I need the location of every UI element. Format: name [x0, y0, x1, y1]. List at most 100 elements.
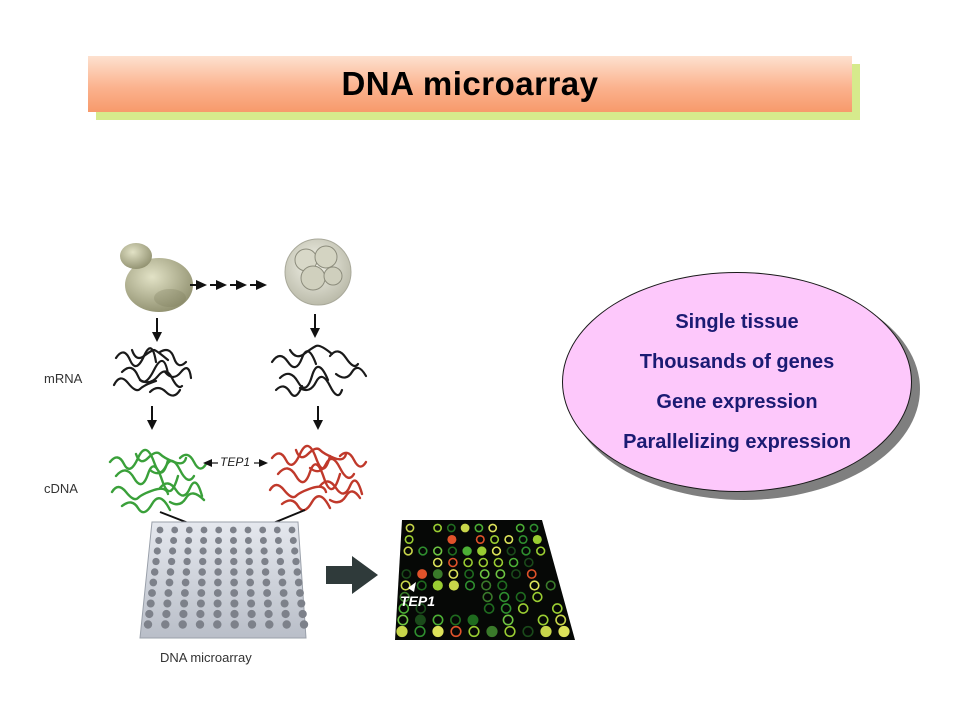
microarray-spot	[246, 568, 254, 576]
scanned-spot	[537, 614, 549, 626]
scanned-spot	[529, 523, 539, 533]
microarray-spot	[213, 599, 222, 608]
scanned-spot	[522, 625, 534, 638]
scanned-spot	[463, 557, 473, 568]
scanned-spot	[414, 614, 426, 626]
microarray-spot	[197, 578, 206, 587]
microarray-spot	[150, 568, 159, 576]
development-arrows	[190, 280, 270, 290]
microarray-spot	[244, 537, 252, 544]
scanned-spot	[415, 603, 427, 614]
microarray-spot	[273, 526, 281, 534]
scanned-spot	[478, 557, 489, 568]
microarray-spot	[288, 526, 296, 534]
scanned-spot	[432, 569, 443, 579]
scanned-spot	[418, 546, 428, 556]
scanned-spot	[450, 614, 461, 626]
microarray-spot	[162, 609, 171, 619]
scanned-spot	[467, 614, 479, 626]
microarray-spot	[179, 609, 188, 619]
microarray-spot	[259, 537, 267, 544]
microarray-spot	[195, 620, 205, 629]
scanned-spot	[477, 546, 487, 556]
scanned-spot	[558, 625, 570, 638]
microarray-spot	[277, 568, 286, 576]
scanned-spot	[433, 523, 442, 533]
microarray-spot	[294, 578, 303, 587]
microarray-spot	[214, 568, 222, 576]
cdna-label: cDNA	[44, 481, 78, 496]
microarray-spot	[214, 578, 222, 587]
scanned-spot	[490, 534, 500, 545]
scanned-spot	[432, 614, 444, 626]
scanned-spot	[526, 569, 537, 579]
microarray-spot	[213, 609, 222, 619]
microarray-spot	[230, 599, 239, 608]
microarray-spot	[297, 599, 306, 608]
microarray-spot	[230, 589, 239, 597]
microarray-spot	[178, 620, 187, 629]
scanned-spot	[448, 580, 459, 591]
scanned-spot	[482, 591, 493, 603]
oval-line-parallelizing-expression: Parallelizing expression	[623, 431, 851, 453]
scanned-spot	[504, 625, 516, 638]
microarray-spot	[262, 578, 271, 587]
microarray-spot	[184, 547, 192, 555]
microarray-spot	[152, 557, 160, 566]
single-cell-illustration	[120, 243, 193, 312]
scanned-spot	[499, 591, 510, 603]
cdna-green-strands	[108, 448, 208, 514]
microarray-spot	[181, 578, 190, 587]
microarray-spot	[149, 578, 158, 587]
scanned-spot	[523, 557, 534, 568]
microarray-spot	[230, 537, 237, 544]
microarray-spot	[200, 537, 208, 544]
scanned-spot	[417, 569, 428, 579]
microarray-spot	[185, 537, 193, 544]
microarray-spot	[278, 578, 287, 587]
oval-line-gene-expression: Gene expression	[656, 391, 818, 413]
scanned-spot	[462, 546, 472, 556]
microarray-spot	[183, 557, 191, 566]
title-bar: DNA microarray	[88, 56, 852, 112]
down-arrows	[147, 314, 323, 430]
microarray-spot	[291, 547, 299, 555]
microarray-spot	[230, 578, 238, 587]
scanned-spot	[555, 614, 567, 626]
scanned-spot	[447, 546, 458, 556]
microarray-spot	[198, 568, 206, 576]
scanned-spot	[495, 569, 506, 579]
microarray-spot	[153, 547, 161, 555]
scanned-spot	[398, 603, 410, 614]
scanned-spot	[532, 591, 543, 603]
scanned-spot	[414, 625, 426, 638]
microarray-spot	[229, 526, 237, 534]
microarray-spot	[289, 537, 297, 544]
mrna-strands-left	[112, 347, 193, 397]
microarray-spot	[247, 609, 256, 619]
scanned-spot	[515, 523, 525, 533]
microarray-spot	[167, 557, 176, 566]
microarray-spot	[279, 589, 288, 597]
microarray-spot	[196, 609, 205, 619]
microarray-spot	[146, 599, 155, 608]
scanned-spot	[405, 523, 415, 533]
scanned-spot	[401, 569, 412, 579]
scanned-spot	[502, 614, 514, 626]
scanned-spot	[399, 591, 410, 603]
result-arrow	[326, 556, 378, 594]
microarray-spot	[213, 620, 222, 629]
scanned-spot	[404, 534, 414, 545]
microarray-spot	[265, 620, 274, 629]
microarray-spot	[261, 557, 269, 566]
scanned-spot	[504, 534, 514, 545]
microarray-spot	[292, 557, 300, 566]
scanned-spot	[460, 523, 470, 533]
page-title: DNA microarray	[341, 65, 599, 102]
microarray-spot	[197, 589, 206, 597]
scanned-spot	[506, 546, 516, 556]
scanned-spot	[479, 569, 490, 579]
microarray-spot	[230, 557, 238, 566]
microarray-spot	[247, 599, 256, 608]
